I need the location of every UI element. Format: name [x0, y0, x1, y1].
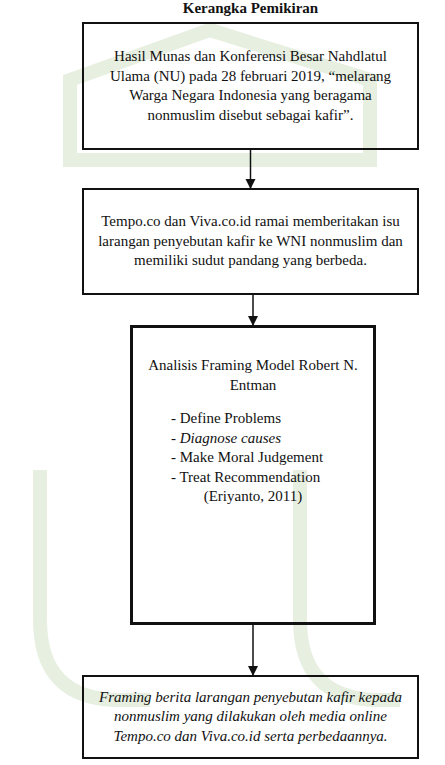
- box-text: Hasil Munas dan Konferensi Besar Nahdlat…: [94, 47, 407, 125]
- box-text: Tempo.co dan Viva.co.id ramai memberitak…: [94, 212, 407, 271]
- process-box: Framing berita larangan penyebutan kafir…: [82, 675, 419, 759]
- list-item: - Diagnose causes: [161, 429, 337, 449]
- list-item: - Define Problems: [161, 409, 337, 429]
- flow-arrow: [252, 625, 254, 675]
- process-box: Hasil Munas dan Konferensi Besar Nahdlat…: [82, 22, 419, 150]
- flow-arrow: [250, 150, 252, 188]
- list-item: - Treat Recommendation: [161, 468, 337, 488]
- process-box: Tempo.co dan Viva.co.id ramai memberitak…: [82, 188, 419, 295]
- box-text: Framing berita larangan penyebutan kafir…: [94, 688, 407, 747]
- list-item: - Make Moral Judgement: [161, 448, 337, 468]
- box-text: Analisis Framing Model Robert N. Entman: [143, 356, 363, 395]
- flow-arrow: [252, 295, 254, 325]
- diagram-title: Kerangka Pemikiran: [82, 0, 419, 17]
- process-box: Analisis Framing Model Robert N. Entman -…: [130, 325, 376, 625]
- box-text: (Eriyanto, 2011): [143, 487, 363, 507]
- watermark-shape: [40, 30, 400, 700]
